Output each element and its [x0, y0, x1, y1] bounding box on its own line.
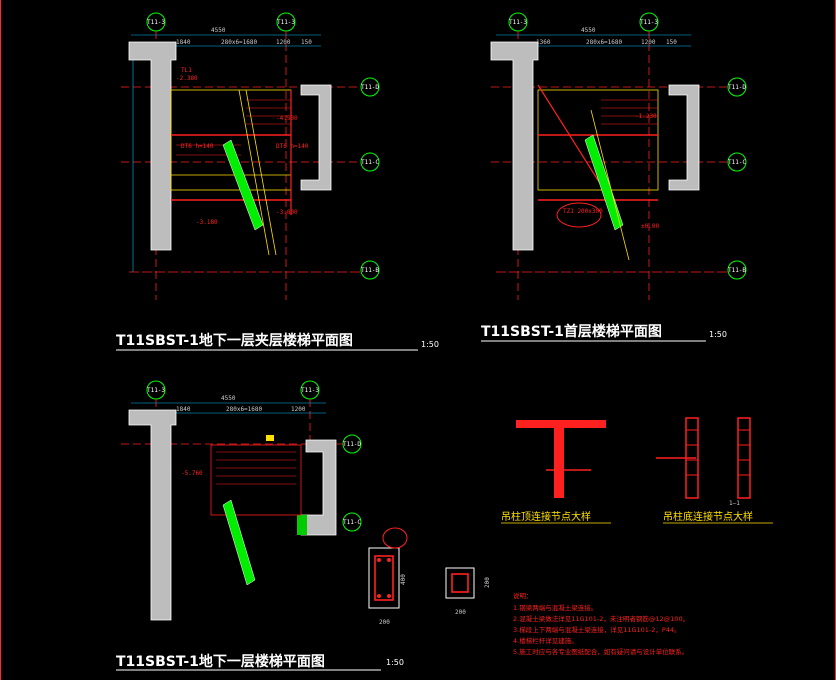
- svg-text:1.钢梁两端与混凝土梁连接。: 1.钢梁两端与混凝土梁连接。: [513, 603, 597, 612]
- svg-text:1840: 1840: [176, 406, 191, 413]
- svg-text:1200: 1200: [291, 406, 306, 413]
- svg-text:4550: 4550: [211, 27, 226, 34]
- svg-text:200: 200: [484, 577, 491, 588]
- svg-text:-3.180: -3.180: [196, 219, 218, 226]
- svg-text:-2.380: -2.380: [176, 75, 198, 82]
- svg-text:TL1: TL1: [181, 67, 192, 74]
- svg-text:400: 400: [400, 574, 407, 585]
- plan-scale: 1:50: [709, 330, 727, 339]
- svg-text:2.混凝土梁做法详见11G101-2，未注明者钢筋@12@1: 2.混凝土梁做法详见11G101-2，未注明者钢筋@12@100。: [513, 614, 689, 623]
- svg-text:1—1: 1—1: [729, 500, 740, 507]
- svg-text:4.楼梯栏杆详见建施。: 4.楼梯栏杆详见建施。: [513, 636, 578, 645]
- svg-text:200: 200: [455, 609, 466, 616]
- svg-text:4550: 4550: [581, 27, 596, 34]
- svg-text:-5.760: -5.760: [181, 470, 203, 477]
- plan-1: T11-3 T11-3 T11-D T11-C T11-B 4550 1840 …: [121, 12, 380, 300]
- svg-text:T11-D: T11-D: [343, 441, 361, 448]
- plan-3: T11-3 T11-3 T11-D T11-C 4550 1840 280x6=…: [121, 380, 362, 621]
- svg-text:T11-D: T11-D: [728, 84, 746, 91]
- svg-text:1200: 1200: [276, 39, 291, 46]
- svg-text:DT6 h=140: DT6 h=140: [276, 143, 309, 150]
- svg-text:280x6=1680: 280x6=1680: [221, 39, 258, 46]
- svg-text:DT6 h=140: DT6 h=140: [181, 143, 214, 150]
- grid-bubble-label: T11-3: [277, 19, 295, 26]
- svg-text:4550: 4550: [221, 395, 236, 402]
- svg-text:-3.800: -3.800: [276, 209, 298, 216]
- general-notes: 说明： 1.钢梁两端与混凝土梁连接。 2.混凝土梁做法详见11G101-2，未注…: [513, 591, 689, 656]
- svg-text:280x6=1680: 280x6=1680: [586, 39, 623, 46]
- svg-text:-1.230: -1.230: [635, 113, 657, 120]
- section-200x200: 200 200: [445, 567, 491, 616]
- grid-bubble-label: T11-B: [361, 267, 379, 274]
- svg-text:±0.00: ±0.00: [641, 223, 659, 230]
- plan-scale: 1:50: [386, 658, 404, 667]
- svg-text:200: 200: [379, 619, 390, 626]
- svg-text:T11-C: T11-C: [728, 159, 746, 166]
- svg-text:1200: 1200: [641, 39, 656, 46]
- grid-bubble-label: T11-D: [361, 84, 379, 91]
- svg-text:T11-3: T11-3: [509, 19, 527, 26]
- svg-text:T11-C: T11-C: [343, 519, 361, 526]
- svg-text:3.梯段上下两端与混凝土梁连接，详见11G101-2，P44: 3.梯段上下两端与混凝土梁连接，详见11G101-2，P44。: [513, 625, 681, 634]
- svg-text:T11-3: T11-3: [147, 387, 165, 394]
- detail-label: 吊柱顶连接节点大样: [501, 510, 591, 523]
- svg-text:TZ1 200x300: TZ1 200x300: [563, 208, 603, 215]
- svg-text:T11-B: T11-B: [728, 267, 746, 274]
- svg-text:说明：: 说明：: [513, 591, 533, 600]
- detail-bottom-connection: 1—1 吊柱底连接节点大样: [656, 417, 773, 524]
- svg-text:150: 150: [301, 39, 312, 46]
- detail-label: 吊柱底连接节点大样: [663, 510, 753, 523]
- grid-bubble-label: T11-C: [361, 159, 379, 166]
- svg-text:280x6=1680: 280x6=1680: [226, 406, 263, 413]
- plan-scale: 1:50: [421, 340, 439, 349]
- svg-text:1360: 1360: [536, 39, 551, 46]
- detail-top-connection: 吊柱顶连接节点大样: [501, 420, 611, 524]
- svg-text:5.施工时应与各专业图纸配合，如有疑问请与设计单位联系。: 5.施工时应与各专业图纸配合，如有疑问请与设计单位联系。: [513, 647, 688, 656]
- plan-title: T11SBST-1地下一层楼梯平面图: [116, 653, 325, 670]
- svg-text:-4.530: -4.530: [276, 115, 298, 122]
- section-200x400: 200 400: [368, 527, 408, 626]
- plan-2: T11-3 T11-3 T11-D T11-C T11-B 4550 1360 …: [490, 12, 747, 300]
- svg-text:1840: 1840: [176, 39, 191, 46]
- plan-title: T11SBST-1首层楼梯平面图: [481, 323, 662, 340]
- svg-text:150: 150: [666, 39, 677, 46]
- plan-title: T11SBST-1地下一层夹层楼梯平面图: [116, 332, 353, 349]
- svg-text:T11-3: T11-3: [301, 387, 319, 394]
- grid-bubble-label: T11-3: [147, 19, 165, 26]
- svg-text:T11-3: T11-3: [640, 19, 658, 26]
